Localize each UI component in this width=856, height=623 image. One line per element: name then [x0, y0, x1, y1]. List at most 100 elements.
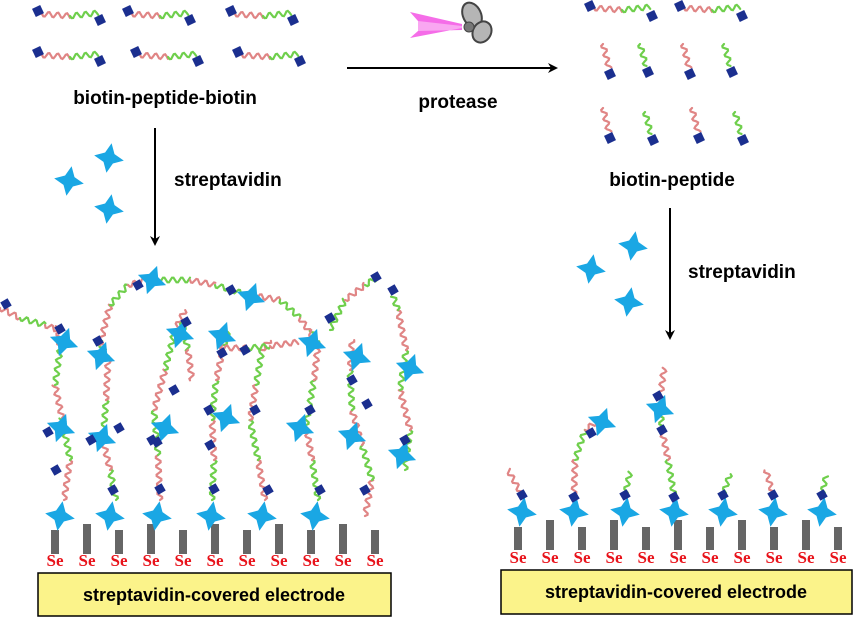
biotin-icon	[42, 426, 54, 438]
peptide-fragment	[642, 110, 653, 135]
label-protease: protease	[418, 92, 497, 113]
streptavidin-icon	[395, 353, 425, 383]
streptavidin-icon	[211, 403, 241, 433]
peptide-segment	[362, 479, 375, 518]
biotin-icon	[208, 483, 220, 495]
se-label: Se	[542, 548, 559, 567]
streptavidin-icon	[207, 321, 237, 351]
electrode-post	[83, 524, 91, 554]
electrode-post	[514, 527, 522, 550]
peptide-segment	[188, 277, 217, 288]
streptavidin-icon	[587, 407, 617, 437]
biotin-icon	[684, 68, 696, 80]
streptavidin-icon	[247, 501, 277, 531]
peptide-segment	[328, 297, 347, 332]
biotin-icon	[287, 14, 299, 26]
peptide-segment	[710, 3, 742, 14]
streptavidin-icon	[758, 497, 788, 527]
biotin-icon	[168, 384, 180, 396]
electrode-post	[307, 530, 315, 554]
peptide-segment	[255, 458, 269, 502]
se-label: Se	[670, 548, 687, 567]
peptide-segment	[184, 348, 195, 382]
biotin-icon	[767, 489, 779, 501]
peptide-segment	[61, 458, 74, 502]
streptavidin-icon	[576, 254, 606, 284]
biotin-icon	[151, 436, 163, 448]
electrode-post	[275, 524, 283, 554]
se-label: Se	[239, 551, 256, 570]
biotin-icon	[239, 344, 251, 356]
se-label: Se	[175, 551, 192, 570]
electrode-right-label: streptavidin-covered electrode	[545, 582, 807, 602]
electrode-post	[339, 524, 347, 554]
streptavidin-icon	[618, 231, 648, 261]
peptide-segment	[68, 9, 100, 20]
biotin-icon	[94, 55, 106, 67]
biotin-icon	[646, 10, 658, 22]
electrode-post	[738, 520, 746, 550]
streptavidin-icon	[49, 327, 79, 357]
biotin-icon	[647, 134, 659, 146]
electrode-post	[147, 524, 155, 554]
biotin-icon	[0, 298, 12, 310]
se-label: Se	[47, 551, 64, 570]
streptavidin-icon	[300, 501, 330, 531]
biotin-icon	[399, 434, 411, 446]
biotin-icon	[92, 335, 104, 347]
peptide-segment	[152, 368, 169, 412]
peptide-segment	[389, 295, 401, 312]
biotin-icon	[216, 347, 228, 359]
biotin-icon	[668, 491, 680, 503]
se-label: Se	[303, 551, 320, 570]
biotin-icon	[604, 132, 616, 144]
peptide-segment	[43, 323, 60, 333]
se-label: Se	[143, 551, 160, 570]
biotin-icon	[154, 483, 166, 495]
peptide-segment	[102, 358, 112, 402]
electrode-post	[674, 520, 682, 550]
streptavidin-layer	[45, 143, 837, 531]
biotin-icon	[294, 55, 306, 67]
biotin-icon	[184, 14, 196, 26]
biotin-icon	[107, 484, 119, 496]
biotin-icon	[642, 66, 654, 78]
peptide-segment	[130, 11, 161, 20]
peptide-segment	[233, 11, 264, 20]
biotin-icon	[122, 5, 134, 17]
electrode-post	[802, 520, 810, 550]
biotin-icon	[656, 424, 668, 436]
streptavidin-icon	[337, 421, 367, 451]
biotin-icon	[225, 284, 237, 296]
electrode-post	[211, 524, 219, 554]
posts-layer	[51, 520, 842, 554]
biotin-icon	[324, 312, 336, 324]
se-label: Se	[830, 548, 847, 567]
peptide-segment	[620, 3, 652, 14]
biotin-icon	[32, 5, 44, 17]
peptide-segment	[40, 52, 71, 61]
electrode-right: streptavidin-covered electrode	[500, 569, 853, 615]
peptide-segment	[0, 306, 21, 321]
biotin-icon	[192, 55, 204, 67]
electrode-post	[642, 527, 650, 550]
biotin-icon	[816, 489, 828, 501]
streptavidin-icon	[285, 413, 315, 443]
se-label: Se	[79, 551, 96, 570]
se-label: Se	[766, 548, 783, 567]
peptide-segment	[18, 316, 47, 328]
label-biotin-peptide-biotin: biotin-peptide-biotin	[73, 88, 257, 109]
se-label: Se	[574, 548, 591, 567]
electrode-post	[243, 530, 251, 554]
streptavidin-icon	[150, 413, 180, 443]
peptide-segment	[573, 428, 588, 462]
se-label: Se	[510, 548, 527, 567]
biotin-icon	[225, 5, 237, 17]
peptide-fragment	[721, 42, 732, 67]
streptavidin-icon	[45, 501, 75, 531]
biotin-icon	[619, 489, 631, 501]
streptavidin-icon	[559, 497, 589, 527]
streptavidin-icon	[95, 501, 125, 531]
peptide-fragment	[506, 467, 525, 497]
peptide-segment	[68, 50, 100, 61]
